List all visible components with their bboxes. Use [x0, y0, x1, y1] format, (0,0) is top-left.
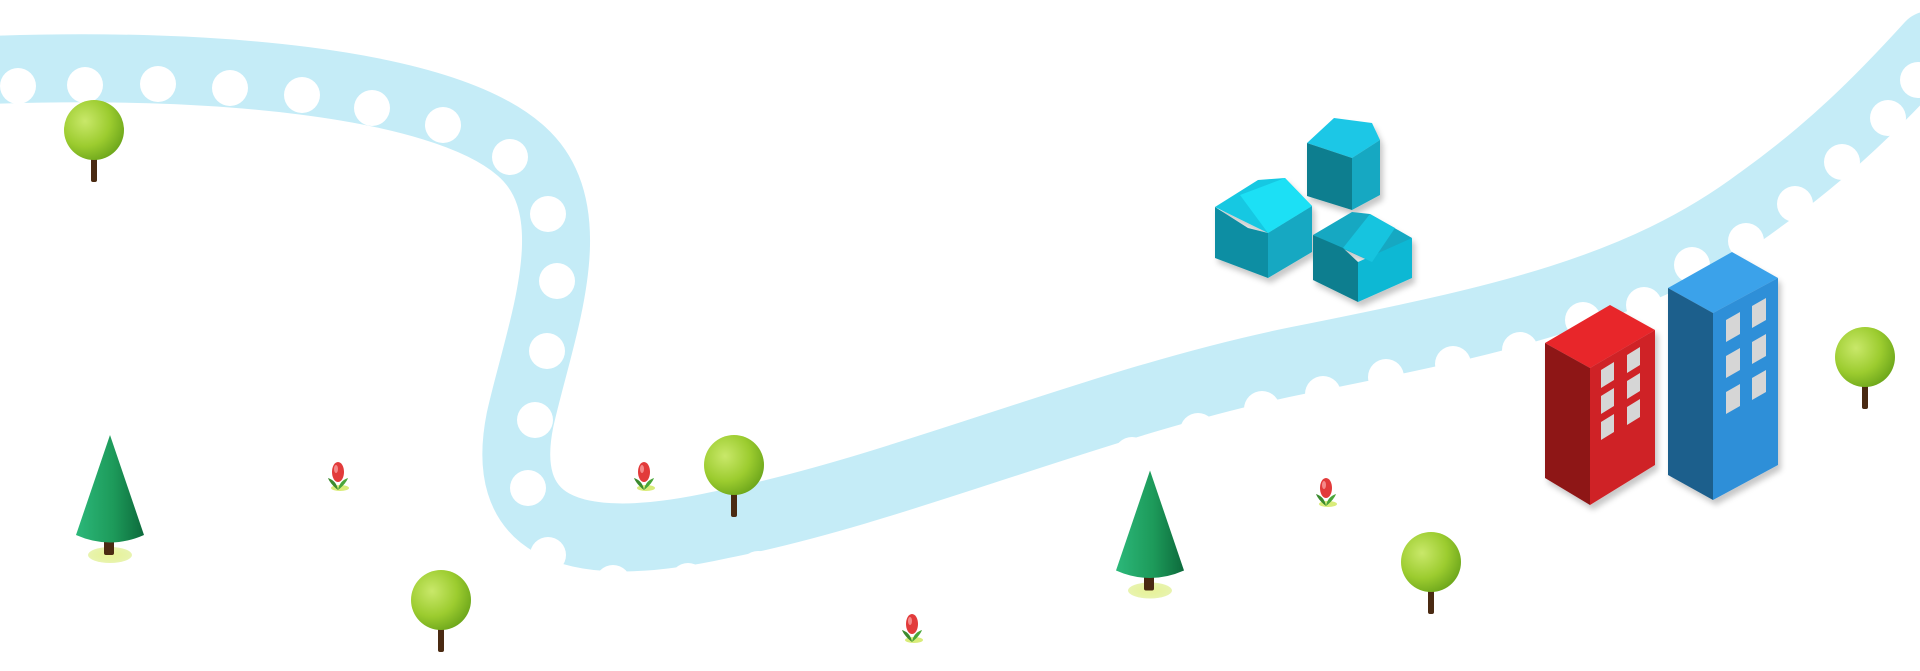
cone-tree-icon	[76, 435, 144, 563]
round-tree-icon	[1835, 327, 1895, 409]
flower-icon	[634, 462, 655, 491]
house-icon	[1307, 118, 1380, 210]
flower-icon	[328, 462, 349, 491]
house-icon	[1313, 212, 1412, 302]
building-icon	[1545, 305, 1655, 505]
round-tree-icon	[1401, 532, 1461, 614]
house-icon	[1215, 178, 1312, 278]
flower-icon	[902, 614, 923, 643]
building-icon	[1668, 252, 1778, 500]
dotted-path-icon	[0, 12, 1920, 601]
round-tree-icon	[64, 100, 124, 182]
cone-tree-icon	[1116, 470, 1184, 599]
round-tree-icon	[411, 570, 471, 652]
flower-icon	[1316, 478, 1337, 507]
